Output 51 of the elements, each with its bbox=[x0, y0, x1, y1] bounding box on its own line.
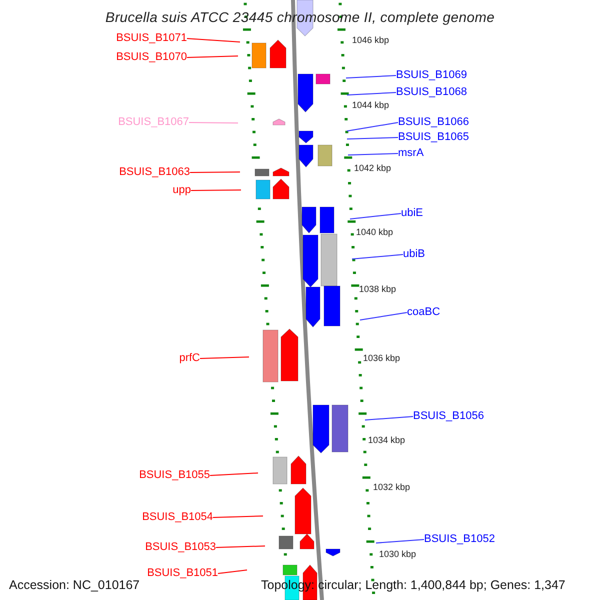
gene-label: BSUIS_B1053 bbox=[145, 541, 216, 554]
gene-label: BSUIS_B1063 bbox=[119, 166, 190, 179]
gene-label: BSUIS_B1071 bbox=[116, 32, 187, 45]
leader-line bbox=[352, 254, 404, 260]
gene-label: BSUIS_B1056 bbox=[413, 410, 484, 423]
leader-line bbox=[350, 213, 402, 220]
gene-label: BSUIS_B1067 bbox=[118, 116, 189, 129]
gene-label: BSUIS_B1055 bbox=[139, 469, 210, 482]
leader-line bbox=[216, 546, 266, 548]
leader-line bbox=[190, 172, 240, 173]
position-label: 1030 kbp bbox=[379, 549, 416, 560]
leader-line bbox=[200, 356, 250, 359]
gene-label: BSUIS_B1054 bbox=[142, 511, 213, 524]
leader-line bbox=[186, 56, 238, 58]
leader-line bbox=[210, 472, 258, 476]
position-label: 1040 kbp bbox=[356, 227, 394, 238]
position-label: 1046 kbp bbox=[352, 35, 390, 46]
leader-line bbox=[186, 38, 240, 42]
gene-label: BSUIS_B1066 bbox=[398, 116, 469, 129]
position-label: 1034 kbp bbox=[368, 435, 406, 446]
gene-label: ubiE bbox=[401, 207, 424, 220]
gene-label: msrA bbox=[398, 147, 424, 160]
position-label: 1032 kbp bbox=[373, 482, 410, 493]
leader-line bbox=[360, 312, 408, 320]
position-label: 1036 kbp bbox=[363, 353, 400, 364]
info-text: Accession: NC_010167 bbox=[9, 578, 140, 593]
position-label: 1038 kbp bbox=[359, 284, 396, 295]
leader-line bbox=[212, 516, 264, 518]
gene-label: BSUIS_B1051 bbox=[147, 567, 218, 580]
gene-label: BSUIS_B1068 bbox=[396, 86, 467, 99]
gene-label: prfC bbox=[179, 352, 200, 365]
leader-line bbox=[346, 92, 396, 96]
leader-line bbox=[348, 153, 398, 156]
position-label: 1044 kbp bbox=[352, 100, 390, 111]
leader-line bbox=[346, 137, 398, 140]
leader-line bbox=[218, 570, 248, 574]
leader-line bbox=[190, 190, 242, 191]
leader-line bbox=[364, 416, 414, 420]
leader-line bbox=[346, 122, 398, 132]
title: Brucella suis ATCC 23445 chromosome II, complete genome bbox=[104, 9, 496, 25]
gene-label: upp bbox=[172, 184, 191, 197]
gene-label: BSUIS_B1065 bbox=[398, 131, 469, 144]
gene-label: BSUIS_B1069 bbox=[396, 69, 467, 82]
gene-label: BSUIS_B1070 bbox=[116, 51, 187, 64]
leader-line bbox=[376, 539, 424, 544]
gene-label: BSUIS_B1052 bbox=[424, 533, 495, 546]
gene-label: coaBC bbox=[407, 306, 440, 319]
leader-line bbox=[346, 75, 396, 78]
leader-line bbox=[188, 122, 238, 124]
position-label: 1042 kbp bbox=[354, 163, 392, 174]
gene-label: ubiB bbox=[403, 248, 426, 261]
